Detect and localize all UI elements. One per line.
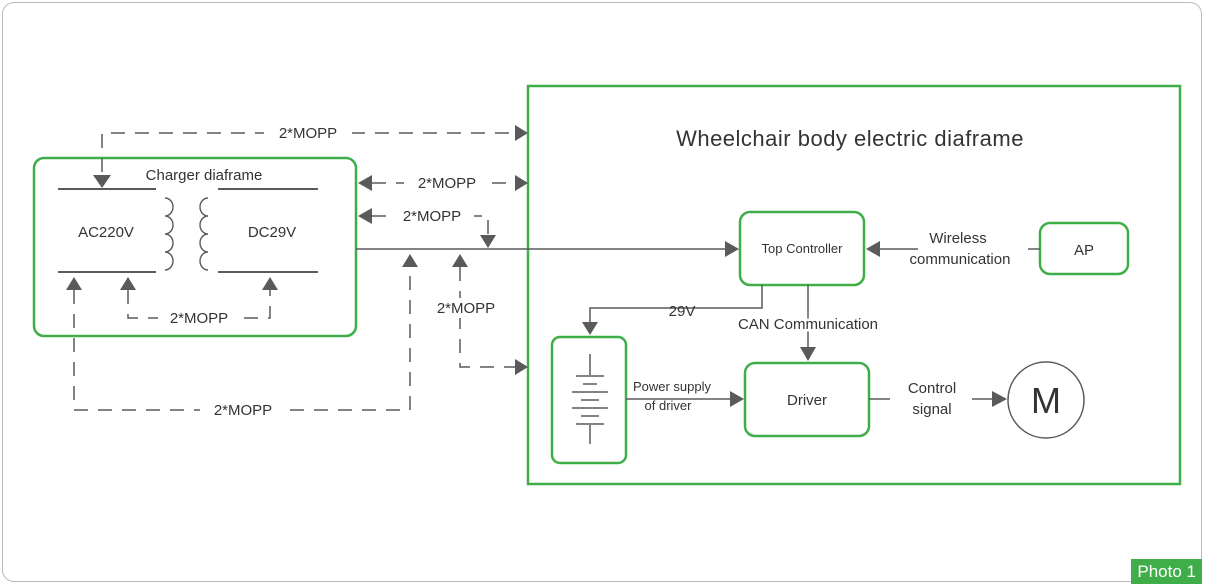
- mopp-signal-path: [372, 215, 489, 235]
- wheelchair-title: Wheelchair body electric diaframe: [676, 126, 1024, 151]
- battery-symbol: [572, 354, 608, 444]
- mopp-vertical-label: 2*MOPP: [437, 300, 495, 317]
- charger-box: [32, 156, 358, 338]
- mopp-top-path: [101, 132, 515, 172]
- can-label: CAN Communication: [738, 316, 878, 333]
- ac-label: AC220V: [78, 224, 134, 241]
- mopp-mid-label: 2*MOPP: [418, 175, 476, 192]
- power-supply-label-line2: of driver: [645, 398, 693, 413]
- mopp-signal-label: 2*MOPP: [403, 208, 461, 225]
- wireless-label-line1: Wireless: [929, 230, 987, 247]
- motor-label: M: [1031, 380, 1061, 421]
- top-controller-label: Top Controller: [762, 241, 844, 256]
- v29-label: 29V: [669, 303, 696, 320]
- charger-title: Charger diaframe: [146, 167, 263, 184]
- control-signal-label-line1: Control: [908, 380, 956, 397]
- top-controller-box: [738, 210, 866, 287]
- driver-label: Driver: [787, 392, 827, 409]
- motor-circle: [1007, 361, 1085, 439]
- mopp-bottom-label: 2*MOPP: [214, 402, 272, 419]
- control-signal-label-line2: signal: [912, 401, 951, 418]
- photo-label: Photo 1: [1131, 559, 1202, 584]
- v29-line: [589, 285, 763, 322]
- mopp-top-label: 2*MOPP: [279, 125, 337, 142]
- mopp-inner-label: 2*MOPP: [170, 310, 228, 327]
- dc-label: DC29V: [248, 224, 296, 241]
- wireless-label-line2: communication: [910, 251, 1011, 268]
- power-supply-label-line1: Power supply: [633, 379, 712, 394]
- transformer-symbol: [58, 188, 318, 273]
- ap-label: AP: [1074, 242, 1094, 259]
